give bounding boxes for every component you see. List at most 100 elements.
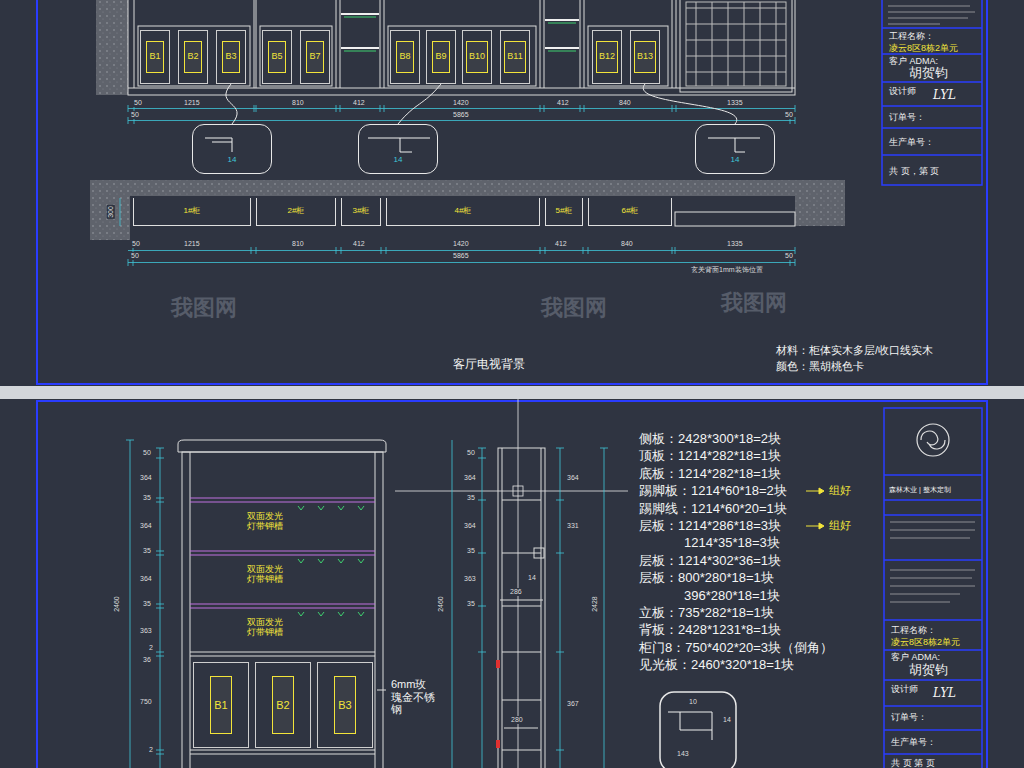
- parts-list-row: 顶板：1214*282*18=1块: [638, 449, 782, 464]
- dimension-text: 50: [784, 111, 794, 119]
- door-code: B3: [334, 676, 355, 734]
- cabinet-door: B3: [216, 30, 246, 84]
- dimension-text: 143: [676, 750, 690, 758]
- door-code: B3: [222, 41, 239, 73]
- cabinet-door: B1: [140, 30, 170, 84]
- door-code: B9: [432, 41, 449, 73]
- light-strip-note: 双面发光 灯带钾槽: [246, 511, 288, 532]
- designer-signature: LYL: [932, 89, 957, 103]
- detail-dimension: 14: [228, 156, 237, 165]
- cabinet-plan-box: 1#柜: [133, 198, 251, 226]
- material-callout: 6mm玫瑰金不锈钢: [390, 678, 438, 716]
- dimension-text: 玄关背面1mm装饰位置: [690, 266, 764, 274]
- dimension-text: 364: [463, 522, 477, 530]
- dimension-text: 35: [466, 547, 476, 555]
- project-name: 凌云8区8栋2单元: [890, 637, 961, 647]
- dimension-text: 50: [133, 99, 143, 107]
- dimension-text: 2: [148, 644, 154, 652]
- detail-bubble: 14: [695, 124, 775, 174]
- dimension-text: 412: [554, 240, 568, 248]
- dimension-text: 412: [352, 99, 366, 107]
- leader-curve: [226, 84, 237, 124]
- title-block-text: 共 页，第 页: [888, 166, 940, 176]
- door-code: B13: [634, 41, 656, 73]
- dimension-text: 50: [131, 240, 141, 248]
- designer-signature: LYL: [932, 687, 957, 701]
- dimension-text: 364: [463, 474, 477, 482]
- dimension-text: 50: [466, 449, 476, 457]
- dimension-text: 50: [130, 252, 140, 260]
- title-block-text: 共 页 第 页: [890, 758, 936, 768]
- cabinet-door: B1: [193, 662, 249, 748]
- title-block-text: 客户 ADMA:: [888, 56, 939, 66]
- door-code: B1: [146, 41, 163, 73]
- cabinet-name: 2#柜: [288, 207, 305, 216]
- parts-list-row: 踢脚板：1214*60*18=2块: [638, 484, 788, 499]
- dimension-text: 840: [620, 240, 634, 248]
- project-name: 凌云8区8栋2单元: [888, 43, 959, 53]
- dimension-text: 750: [139, 698, 153, 706]
- door-code: B2: [272, 676, 293, 734]
- dimension-text: 35: [142, 600, 152, 608]
- title-block-text: 生产单号：: [890, 737, 937, 747]
- dimension-text: 810: [291, 240, 305, 248]
- dimension-text: 1215: [183, 99, 201, 107]
- cabinet-name: 1#柜: [184, 207, 201, 216]
- dimension-text: 14: [722, 716, 732, 724]
- dimension-text: 367: [566, 700, 580, 708]
- title-block-text: 工程名称：: [890, 625, 937, 635]
- parts-list-row: 背板：2428*1231*8=1块: [638, 623, 782, 638]
- dimension-text: 363: [139, 627, 153, 635]
- assembly-note: 组好: [828, 519, 852, 532]
- cabinet-door: B11: [500, 30, 530, 84]
- parts-list-row: 层板：1214*302*36=1块: [638, 554, 782, 569]
- detail-bubble: 14: [358, 124, 438, 174]
- cabinet-door: B9: [426, 30, 456, 84]
- cabinet-plan-box: 5#柜: [545, 198, 583, 226]
- door-code: B7: [306, 41, 323, 73]
- door-code: B2: [184, 41, 201, 73]
- material-note: 材料：柜体实木多层/收口线实木: [775, 344, 934, 357]
- dimension-text: 364: [139, 575, 153, 583]
- dimension-text: 280: [510, 716, 524, 724]
- dimension-text: 364: [566, 474, 580, 482]
- dimension-text: 35: [466, 494, 476, 502]
- cabinet-plan-box: 3#柜: [341, 198, 381, 226]
- title-block-text: 工程名称：: [888, 31, 935, 41]
- cabinet-name: 6#柜: [622, 207, 639, 216]
- door-code: B5: [268, 41, 285, 73]
- dimension-text: 14: [527, 574, 537, 582]
- dimension-text: 2428: [591, 595, 599, 613]
- leader-curve: [398, 84, 441, 124]
- dimension-text: 2460: [113, 595, 121, 613]
- detail-dimension: 14: [394, 156, 403, 165]
- leader-curve: [643, 84, 737, 124]
- cabinet-door: B10: [462, 30, 492, 84]
- door-code: B11: [504, 41, 525, 73]
- cabinet-door: B8: [390, 30, 420, 84]
- parts-list-row: 底板：1214*282*18=1块: [638, 467, 782, 482]
- door-code: B1: [210, 676, 231, 734]
- watermark: 我图网: [540, 295, 608, 320]
- parts-list-row: 柜门8：750*402*20=3块（倒角）: [638, 641, 834, 656]
- title-block-text: 客户 ADMA:: [890, 652, 941, 662]
- dimension-text: 2: [148, 746, 154, 754]
- drawing-title: 客厅电视背景: [452, 358, 526, 372]
- light-strip-note: 双面发光 灯带钾槽: [246, 617, 288, 638]
- parts-list-row: 层板：1214*286*18=3块: [638, 519, 782, 534]
- cabinet-name: 3#柜: [353, 207, 370, 216]
- parts-list-row: 396*280*18=1块: [683, 589, 781, 604]
- cabinet-door: B2: [178, 30, 208, 84]
- title-block-text: 设计师: [888, 86, 917, 96]
- watermark: 我图网: [720, 290, 788, 315]
- dimension-text: 50: [142, 449, 152, 457]
- dimension-text: 2460: [437, 595, 445, 613]
- cabinet-plan-box: 2#柜: [256, 198, 336, 226]
- dimension-text: 363: [463, 575, 477, 583]
- client-name: 胡贺钧: [908, 66, 949, 81]
- dimension-text: 840: [618, 99, 632, 107]
- dimension-text: 36: [142, 656, 152, 664]
- cabinet-plan-box: 6#柜: [588, 198, 672, 226]
